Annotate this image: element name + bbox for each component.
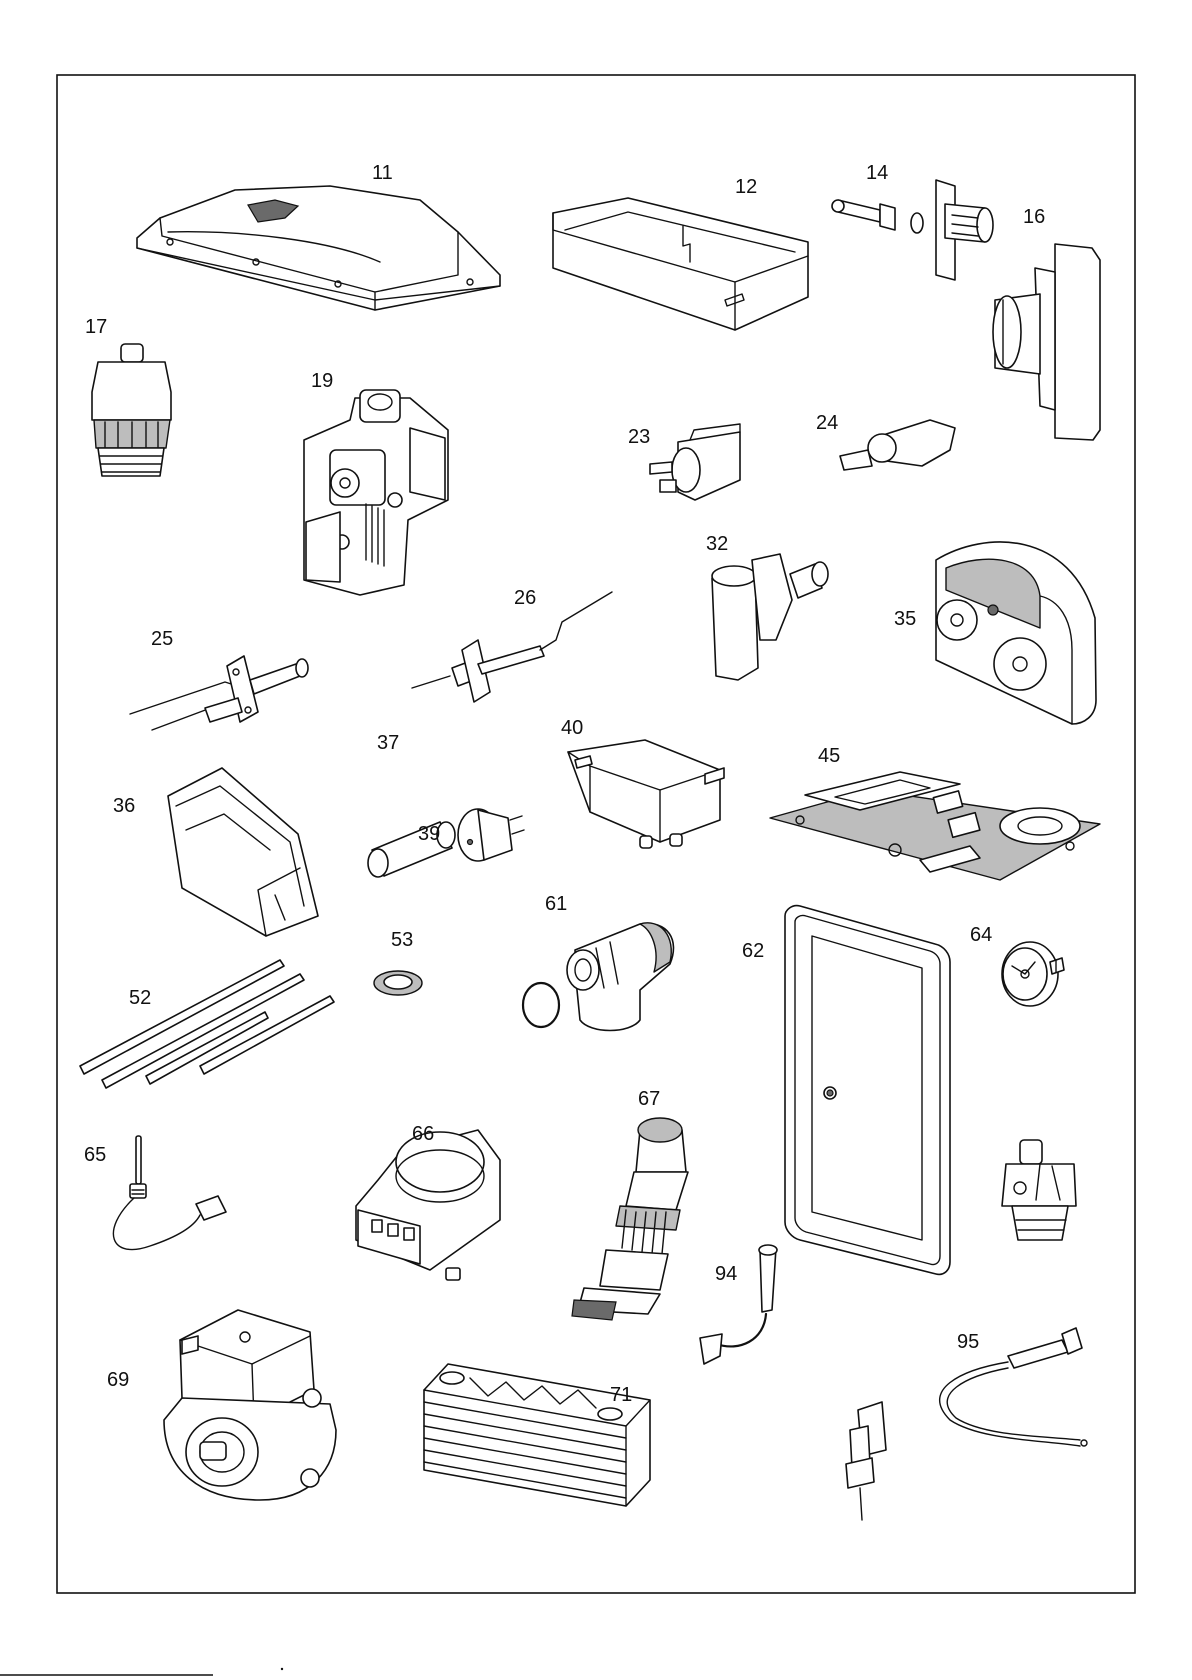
part-40-control-box: [568, 740, 724, 848]
part-label-24: 24: [816, 412, 838, 434]
part-64-pressure-gauge: [1002, 942, 1064, 1006]
part-label-53: 53: [391, 929, 413, 951]
footer-mark: [281, 1668, 283, 1670]
part-label-71: 71: [610, 1384, 632, 1406]
part-label-69: 69: [107, 1369, 129, 1391]
part-67-cartridge: [572, 1118, 688, 1320]
part-45-gasket-set: [770, 772, 1100, 880]
part-12-tray: [553, 198, 808, 330]
part-11-top-cover: [137, 186, 500, 310]
part-65-sensor-lead: [113, 1136, 226, 1250]
part-16-control-facia: [993, 244, 1100, 440]
part-39-switch: [458, 809, 524, 861]
part-label-26: 26: [514, 587, 536, 609]
part-66-fan: [356, 1130, 500, 1280]
part-label-95: 95: [957, 1331, 979, 1353]
part-label-19: 19: [311, 370, 333, 392]
part-label-40: 40: [561, 717, 583, 739]
part-label-32: 32: [706, 533, 728, 555]
part-temperature-sensor: [846, 1402, 886, 1520]
part-23-overheat-thermostat: [650, 424, 740, 500]
part-17-air-vent: [92, 344, 171, 476]
part-24-sensor-clip: [840, 420, 955, 470]
part-label-12: 12: [735, 176, 757, 198]
part-14-fitting: [832, 180, 993, 280]
part-label-39: 39: [418, 823, 440, 845]
part-69-pump: [164, 1310, 336, 1500]
part-62-inspection-panel: [785, 906, 950, 1275]
part-label-23: 23: [628, 426, 650, 448]
part-25-electrode: [130, 656, 308, 730]
part-61-elbow: [523, 923, 673, 1031]
part-94-spark-lead: [700, 1245, 777, 1364]
part-label-45: 45: [818, 745, 840, 767]
part-label-62: 62: [742, 940, 764, 962]
part-label-16: 16: [1023, 206, 1045, 228]
part-label-52: 52: [129, 987, 151, 1009]
part-label-94: 94: [715, 1263, 737, 1285]
part-36-pcb-cover: [168, 768, 318, 936]
part-label-36: 36: [113, 795, 135, 817]
part-label-65: 65: [84, 1144, 106, 1166]
part-label-14: 14: [866, 162, 888, 184]
part-35-display-housing: [936, 542, 1096, 724]
part-19-gas-valve: [304, 390, 448, 595]
part-label-61: 61: [545, 893, 567, 915]
part-52-strips: [80, 960, 334, 1088]
part-32-valve: [712, 554, 828, 680]
part-label-64: 64: [970, 924, 992, 946]
part-label-11: 11: [372, 162, 393, 184]
part-label-25: 25: [151, 628, 173, 650]
part-37-fuse: [368, 822, 455, 877]
part-label-67: 67: [638, 1088, 660, 1110]
part-label-35: 35: [894, 608, 916, 630]
part-air-vent-small: [1002, 1140, 1076, 1240]
part-53-washer: [374, 971, 422, 995]
part-26-sense-electrode: [412, 592, 612, 702]
part-label-17: 17: [85, 316, 107, 338]
part-label-66: 66: [412, 1123, 434, 1145]
part-label-37: 37: [377, 732, 399, 754]
